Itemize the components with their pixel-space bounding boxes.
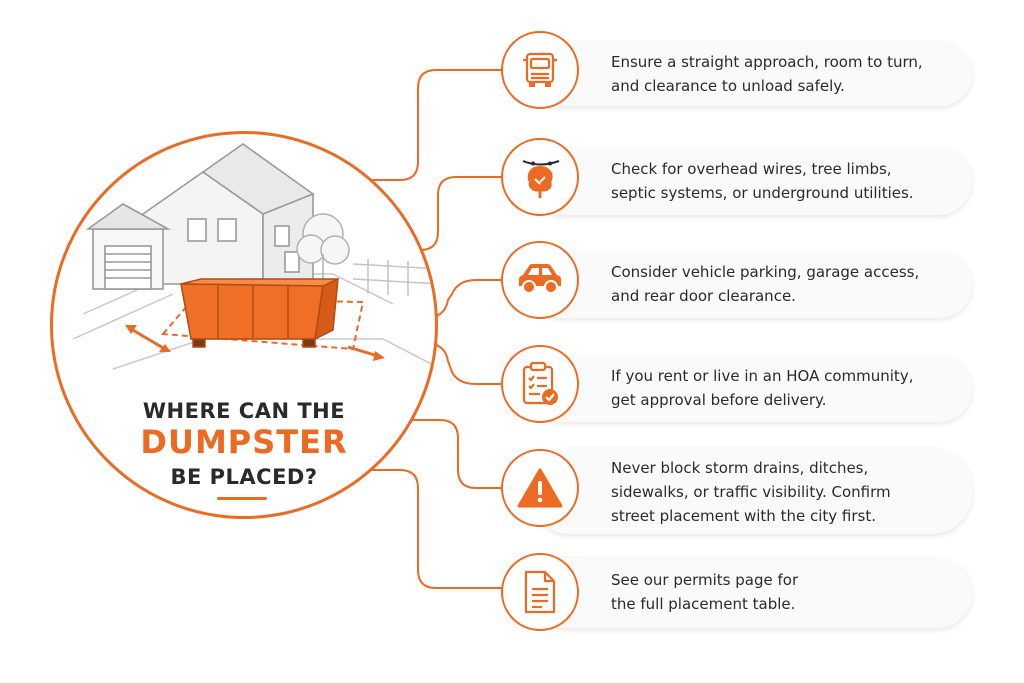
tip-text-2: Check for overhead wires, tree limbs, se… (611, 157, 954, 205)
connector-1 (370, 69, 502, 181)
tip-card-3: Consider vehicle parking, garage access,… (530, 252, 972, 318)
connector-2 (405, 176, 502, 251)
tip-line: Check for overhead wires, tree limbs, (611, 160, 892, 178)
tip-card-2: Check for overhead wires, tree limbs, se… (530, 147, 972, 215)
tip-text-6: See our permits page for the full placem… (611, 568, 954, 616)
tip-text-1: Ensure a straight approach, room to turn… (611, 50, 954, 98)
document-icon (524, 570, 556, 614)
tree-icon (522, 160, 560, 198)
hero-title-line1: WHERE CAN THE (142, 399, 346, 423)
tip-line: Ensure a straight approach, room to turn… (611, 53, 923, 71)
tip-line: Never block storm drains, ditches, (611, 459, 869, 477)
house (85, 143, 315, 290)
tip-text-4: If you rent or live in an HOA community,… (611, 364, 954, 412)
tip-card-6: See our permits page for the full placem… (530, 558, 972, 628)
warning-icon (517, 468, 563, 508)
tip-line: and clearance to unload safely. (611, 77, 845, 95)
clipboard-check-icon (522, 361, 558, 405)
house-dumpster-illustration (72, 143, 435, 370)
tip-line: street placement with the city first. (611, 507, 876, 525)
measure-arrows (125, 325, 385, 361)
hero-title-line2: DUMPSTER (140, 423, 348, 461)
tip-icon-3 (501, 241, 579, 319)
connector-6 (355, 469, 502, 589)
tip-line: If you rent or live in an HOA community, (611, 367, 914, 385)
tip-line: get approval before delivery. (611, 391, 827, 409)
tip-icon-6 (501, 553, 579, 631)
tip-icon-1 (501, 31, 579, 109)
tip-icon-2 (501, 138, 579, 216)
tip-icon-4 (501, 345, 579, 423)
tip-line: septic systems, or underground utilities… (611, 184, 914, 202)
truck-icon (523, 52, 557, 87)
car-icon (519, 264, 561, 294)
tip-text-3: Consider vehicle parking, garage access,… (611, 260, 954, 308)
hero-title-line3: BE PLACED? (170, 465, 318, 489)
tip-text-5: Never block storm drains, ditches, sidew… (611, 456, 954, 528)
hero-circle: WHERE CAN THE DUMPSTER BE PLACED? (50, 131, 438, 519)
title-underline (217, 497, 267, 500)
tip-line: See our permits page for (611, 571, 799, 589)
tree (296, 213, 350, 284)
placement-zone (160, 297, 365, 351)
tip-line: and rear door clearance. (611, 287, 796, 305)
connector-5 (405, 419, 502, 489)
tip-card-5: Never block storm drains, ditches, sidew… (530, 448, 972, 534)
tip-line: Consider vehicle parking, garage access, (611, 263, 920, 281)
tip-icon-5 (501, 449, 579, 527)
tip-card-1: Ensure a straight approach, room to turn… (530, 42, 972, 106)
fence (352, 259, 435, 296)
tip-card-4: If you rent or live in an HOA community,… (530, 356, 972, 422)
dumpster (180, 277, 339, 348)
connector-4 (424, 342, 502, 385)
tip-line: the full placement table. (611, 595, 796, 613)
tip-line: sidewalks, or traffic visibility. Confir… (611, 483, 891, 501)
